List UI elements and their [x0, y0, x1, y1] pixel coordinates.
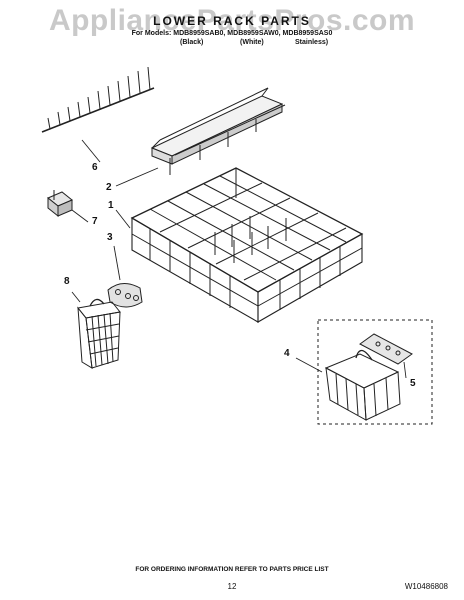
kit-box [317, 319, 433, 425]
callout-5: 5 [410, 378, 416, 389]
document-number: W10486808 [404, 582, 448, 591]
part-6-tine-row [41, 66, 155, 133]
part-4-basket [324, 349, 401, 421]
callout-4: 4 [284, 348, 290, 359]
page-title: LOWER RACK PARTS [153, 14, 311, 28]
page-number: 12 [227, 582, 237, 591]
part-8-silverware-basket [77, 298, 121, 369]
ordering-note: FOR ORDERING INFORMATION REFER TO PARTS … [135, 566, 329, 573]
callout-1: 1 [108, 200, 114, 211]
variant-stainless: Stainless) [295, 39, 329, 46]
callout-7: 7 [92, 216, 98, 227]
part-3-bumper [107, 283, 143, 308]
part-2-rack-tray [150, 87, 286, 175]
callout-3: 3 [107, 232, 113, 243]
part-5-lid [359, 333, 413, 365]
callout-6: 6 [92, 162, 98, 173]
variant-white: (White) [240, 39, 264, 46]
leader-lines [71, 139, 407, 379]
callout-2: 2 [106, 182, 112, 193]
part-7-clip [47, 190, 73, 218]
part-1-lower-rack [130, 167, 364, 323]
watermark-text: AppliancePartsPros.com [48, 4, 416, 37]
model-list: For Models: MDB8959SAB0, MDB8959SAW0, MD… [131, 30, 333, 37]
callout-8: 8 [64, 276, 70, 287]
variant-black: (Black) [180, 39, 204, 46]
